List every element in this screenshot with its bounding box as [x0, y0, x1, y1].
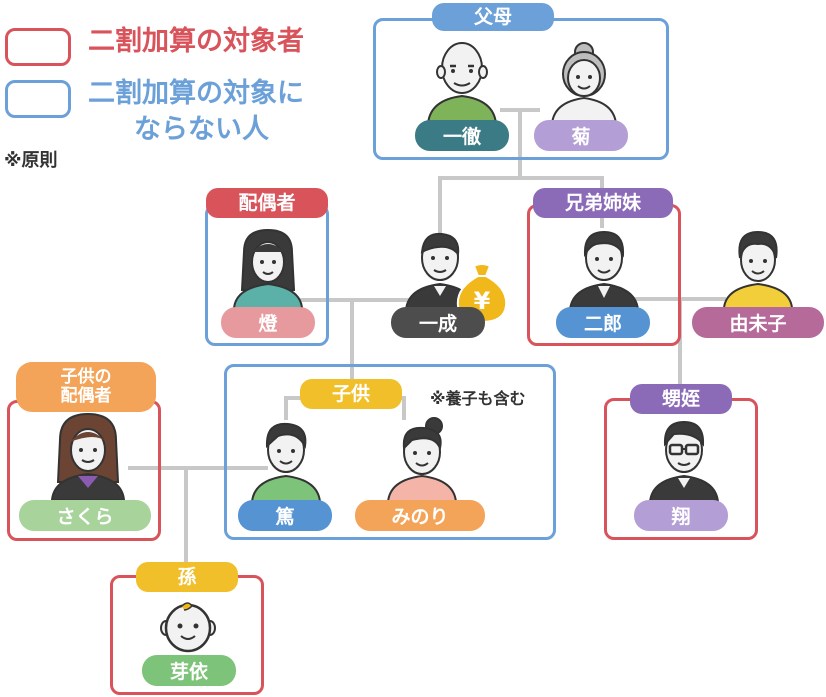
connector-childspouse-son — [128, 466, 268, 470]
spouse-name: 燈 — [221, 307, 315, 338]
child-spouse-icon — [50, 412, 126, 501]
child-spouse-name: さくら — [19, 500, 151, 531]
connector-spouse-self — [300, 298, 410, 302]
grandchild-baby-icon — [160, 602, 216, 653]
father-icon — [426, 42, 498, 125]
legend-nontarget-swatch — [5, 80, 71, 118]
group-children-box — [224, 364, 556, 540]
grandchild-name: 芽依 — [142, 655, 236, 686]
father-name: 一徹 — [415, 120, 509, 151]
nephew-icon — [648, 420, 720, 503]
group-child-spouse-tab: 子供の 配偶者 — [16, 362, 156, 412]
connector-generation-bar — [438, 176, 602, 180]
group-siblings-tab: 兄弟姉妹 — [533, 188, 673, 218]
connector-grandchild-up — [184, 466, 188, 566]
child-daughter-name: みのり — [355, 500, 485, 531]
yen-symbol: ¥ — [474, 287, 491, 315]
child-son-name: 篤 — [238, 500, 332, 531]
legend-target-label: 二割加算の対象者 — [88, 26, 304, 57]
connector-parents-down — [518, 108, 522, 180]
sibling-spouse-name: 由未子 — [692, 307, 824, 338]
sibling-spouse-icon — [722, 230, 794, 309]
mother-icon — [550, 42, 618, 125]
group-spouse-tab: 配偶者 — [206, 188, 328, 218]
group-grandchild-tab: 孫 — [136, 562, 238, 592]
legend-nontarget-label-line2: ならない人 — [134, 114, 269, 145]
legend-target-swatch — [5, 28, 71, 66]
children-note: ※養子も含む — [430, 389, 526, 408]
spouse-icon — [232, 228, 304, 309]
legend-nontarget-label-line1: 二割加算の対象に — [88, 78, 304, 109]
group-child-spouse-tab-line1: 子供の — [60, 367, 112, 388]
sibling-icon — [568, 230, 640, 311]
group-child-spouse-tab-line2: 配偶者 — [60, 386, 112, 406]
mother-name: 菊 — [534, 120, 628, 151]
sibling-name: 二郎 — [556, 307, 650, 338]
nephew-name: 翔 — [634, 500, 728, 531]
connector-daughter-up — [402, 396, 406, 420]
group-parents-tab: 父母 — [432, 3, 554, 31]
group-nephew-tab: 甥姪 — [630, 384, 732, 414]
connector-nephew-up — [678, 297, 682, 392]
self-name: 一成 — [391, 307, 485, 338]
connector-couple-down — [350, 298, 354, 383]
connector-self-up — [438, 176, 442, 236]
group-children-tab: 子供 — [300, 379, 402, 409]
child-son-icon — [250, 422, 322, 503]
legend-note: ※原則 — [4, 150, 58, 171]
child-daughter-icon — [386, 417, 458, 503]
connector-son-up — [284, 396, 288, 420]
